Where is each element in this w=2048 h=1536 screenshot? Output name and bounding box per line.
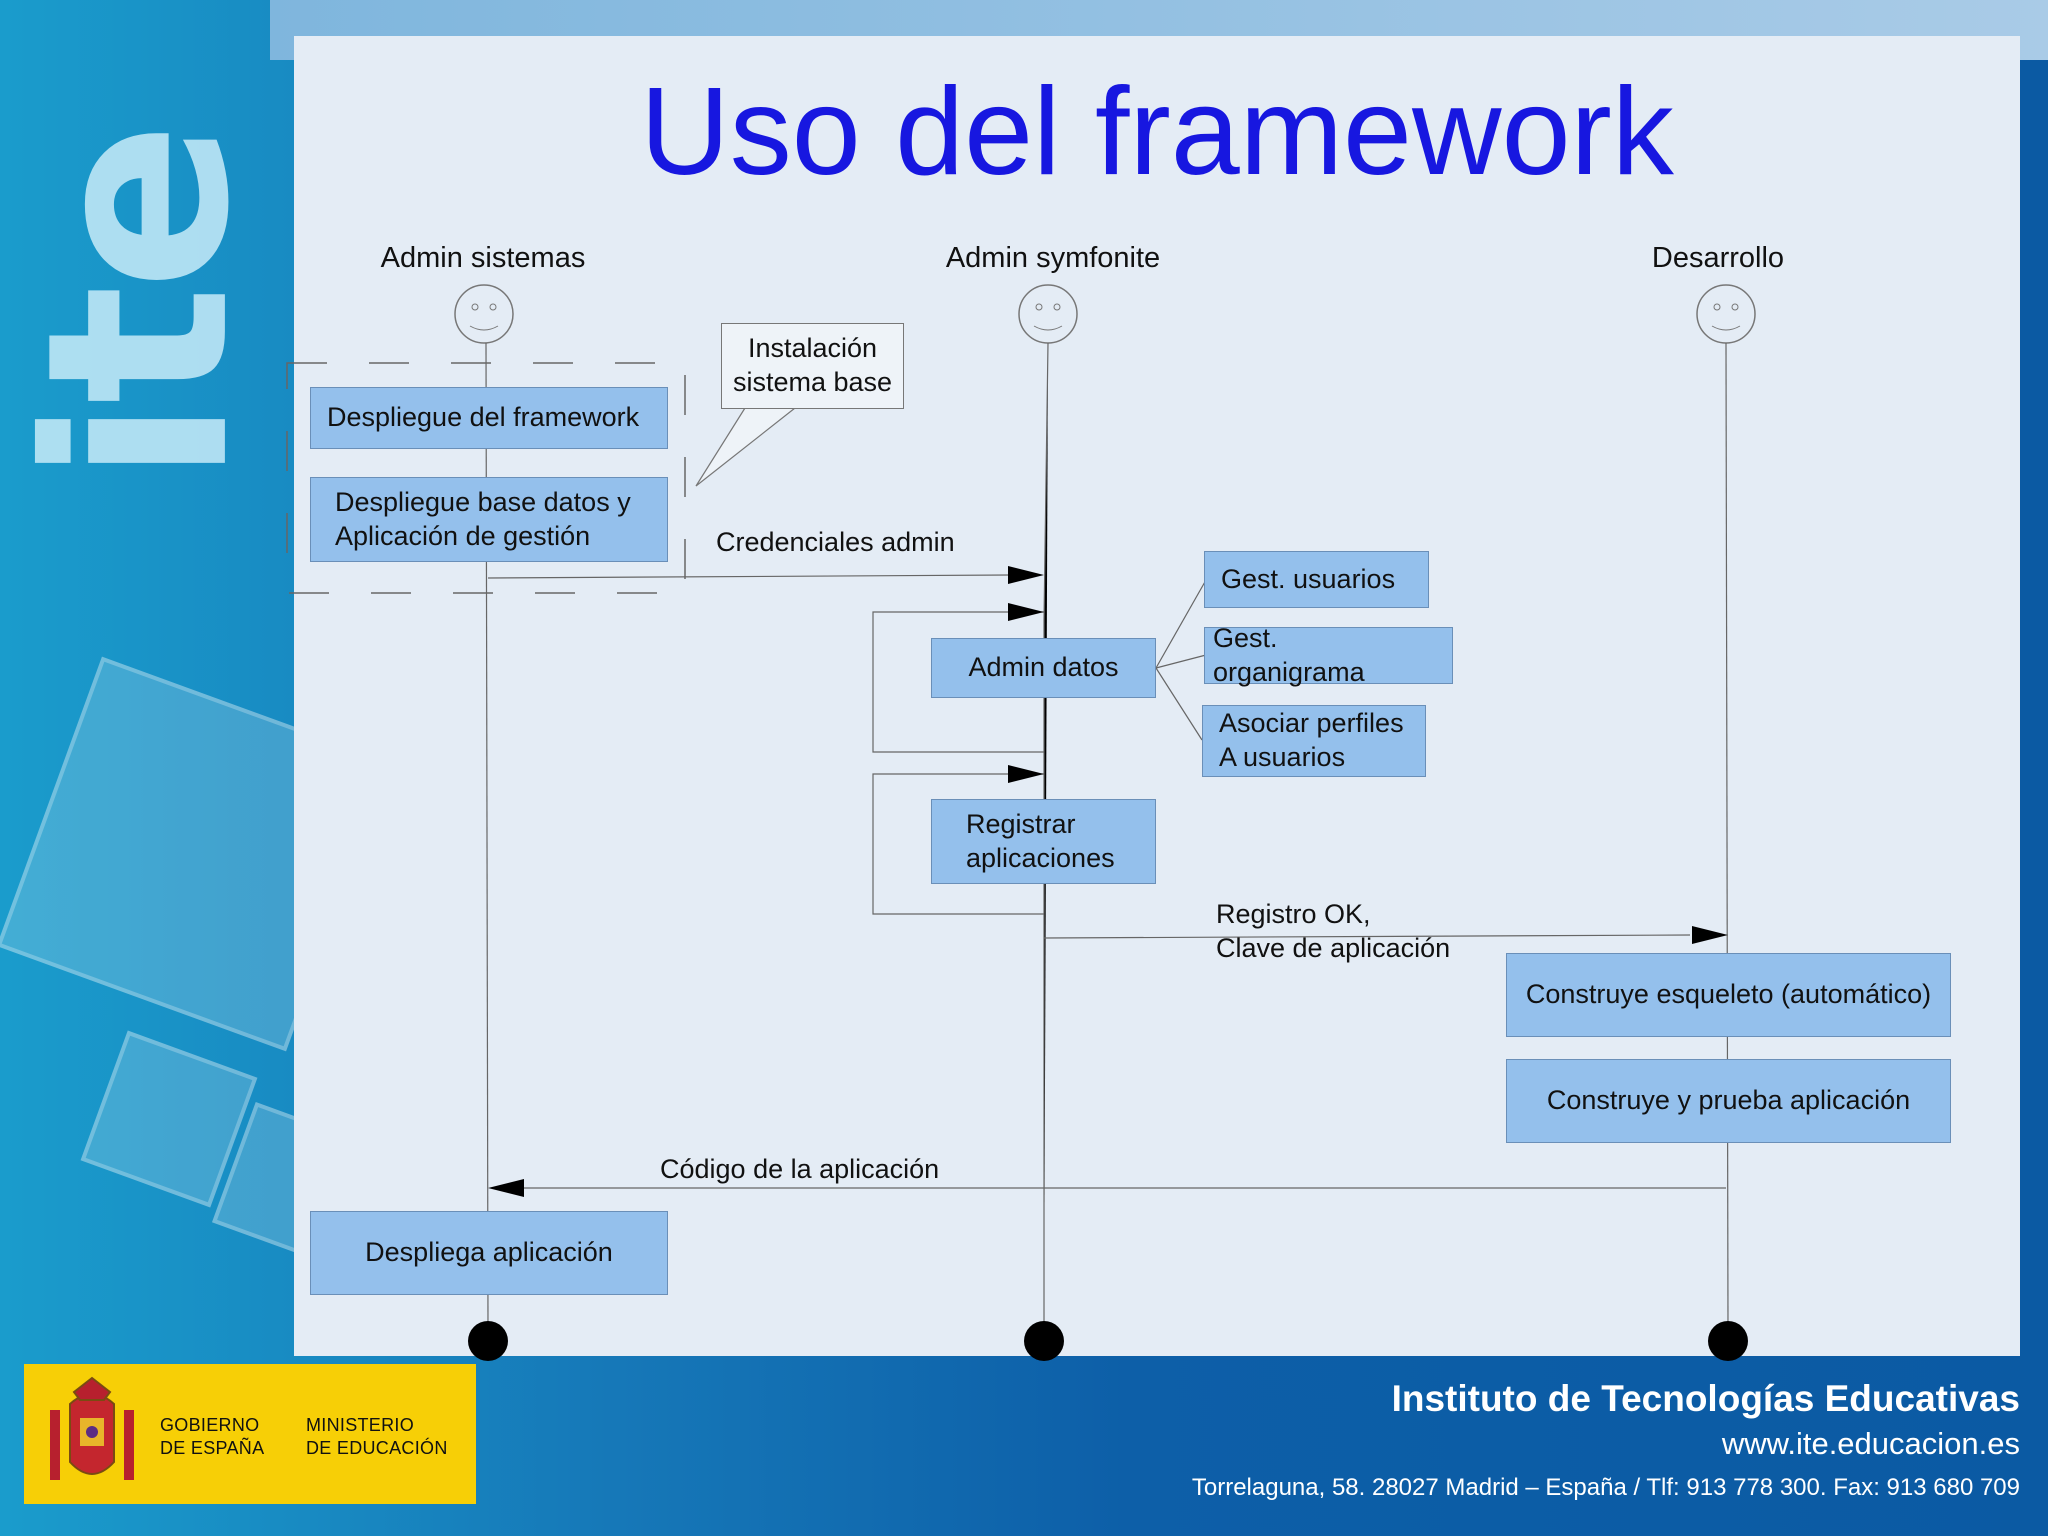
box-despliegue-bd: Despliegue base datos y Aplicación de ge… (310, 477, 668, 562)
gobierno-text: GOBIERNO DE ESPAÑA (160, 1414, 264, 1459)
note-line-1: Instalación (747, 333, 878, 364)
arrowhead-registrar-loop (1008, 765, 1044, 783)
actor-head-admin-symfonite (1018, 284, 1078, 344)
box-admin-datos: Admin datos (931, 638, 1156, 698)
gobierno-line-2: DE ESPAÑA (160, 1437, 265, 1458)
box-registrar-line1: Registrar (966, 808, 1076, 839)
box-asociar-line2: A usuarios (1219, 742, 1346, 772)
ministerio-line-1: MINISTERIO (306, 1415, 415, 1435)
link-admin-datos-perfiles (1155, 667, 1203, 741)
box-despliega-aplicacion: Despliega aplicación (310, 1211, 668, 1295)
actor-label-admin-symfonite: Admin symfonite (945, 242, 1161, 274)
arrowhead-codigo (488, 1179, 524, 1197)
message-credenciales: Credenciales admin (716, 527, 955, 557)
box-registrar-aplicaciones: Registrar aplicaciones (931, 799, 1156, 884)
message-registro: Registro OK, Clave de aplicación (1216, 898, 1450, 966)
footer-institute-name: Instituto de Tecnologías Educativas (1391, 1378, 2020, 1419)
gobierno-line-1: GOBIERNO (160, 1415, 260, 1435)
ministerio-text: MINISTERIO DE EDUCACIÓN (306, 1414, 448, 1459)
message-line-registro (1043, 934, 1691, 939)
box-gest-usuarios: Gest. usuarios (1204, 551, 1429, 608)
arrowhead-credenciales (1008, 566, 1044, 584)
arrowhead-registro (1692, 926, 1728, 944)
footer-website: www.ite.educacion.es (1721, 1426, 2020, 1461)
footer-address: Torrelaguna, 58. 28027 Madrid – España /… (1191, 1474, 2020, 1501)
box-despliegue-bd-line2: Aplicación de gestión (335, 520, 591, 551)
lifeline-desarrollo (1725, 342, 1729, 1331)
message-registro-line2: Clave de aplicación (1216, 932, 1451, 963)
actor-head-admin-sistemas (454, 284, 514, 344)
slide-title: Uso del framework (640, 63, 1674, 201)
self-loop-admin-datos (872, 611, 1044, 753)
note-line-2: sistema base (732, 367, 893, 397)
message-registro-line1: Registro OK, (1216, 899, 1371, 929)
link-admin-datos-usuarios (1155, 579, 1207, 669)
box-gest-organigrama: Gest. organigrama (1204, 623, 1453, 687)
note-instalacion: Instalación sistema base (721, 323, 904, 409)
box-asociar-perfiles: Asociar perfiles A usuarios (1202, 705, 1426, 777)
self-loop-registrar (872, 773, 1044, 915)
actor-label-desarrollo: Desarrollo (1651, 242, 1785, 274)
box-despliegue-framework: Despliegue del framework (310, 387, 668, 449)
message-line-credenciales (487, 574, 1011, 579)
box-asociar-line1: Asociar perfiles (1219, 708, 1404, 739)
lifeline-end-desarrollo (1708, 1321, 1748, 1361)
actor-label-admin-sistemas: Admin sistemas (380, 242, 586, 274)
ministerio-line-2: DE EDUCACIÓN (306, 1437, 448, 1458)
arrowhead-admin-datos-loop (1008, 603, 1044, 621)
link-admin-datos-organigrama (1155, 654, 1207, 669)
actor-head-desarrollo (1696, 284, 1756, 344)
government-logo-panel: GOBIERNO DE ESPAÑA MINISTERIO DE EDUCACI… (24, 1364, 476, 1504)
note-pointer (695, 407, 796, 487)
lifeline-end-admin-sistemas (468, 1321, 508, 1361)
coat-of-arms-icon (50, 1376, 134, 1480)
lifeline-end-admin-symfonite (1024, 1321, 1064, 1361)
message-codigo: Código de la aplicación (660, 1154, 940, 1184)
box-registrar-line2: aplicaciones (966, 842, 1115, 873)
box-despliegue-bd-line1: Despliegue base datos y (335, 486, 631, 517)
box-construye-prueba: Construye y prueba aplicación (1506, 1059, 1951, 1143)
box-construye-esqueleto: Construye esqueleto (automático) (1506, 953, 1951, 1037)
